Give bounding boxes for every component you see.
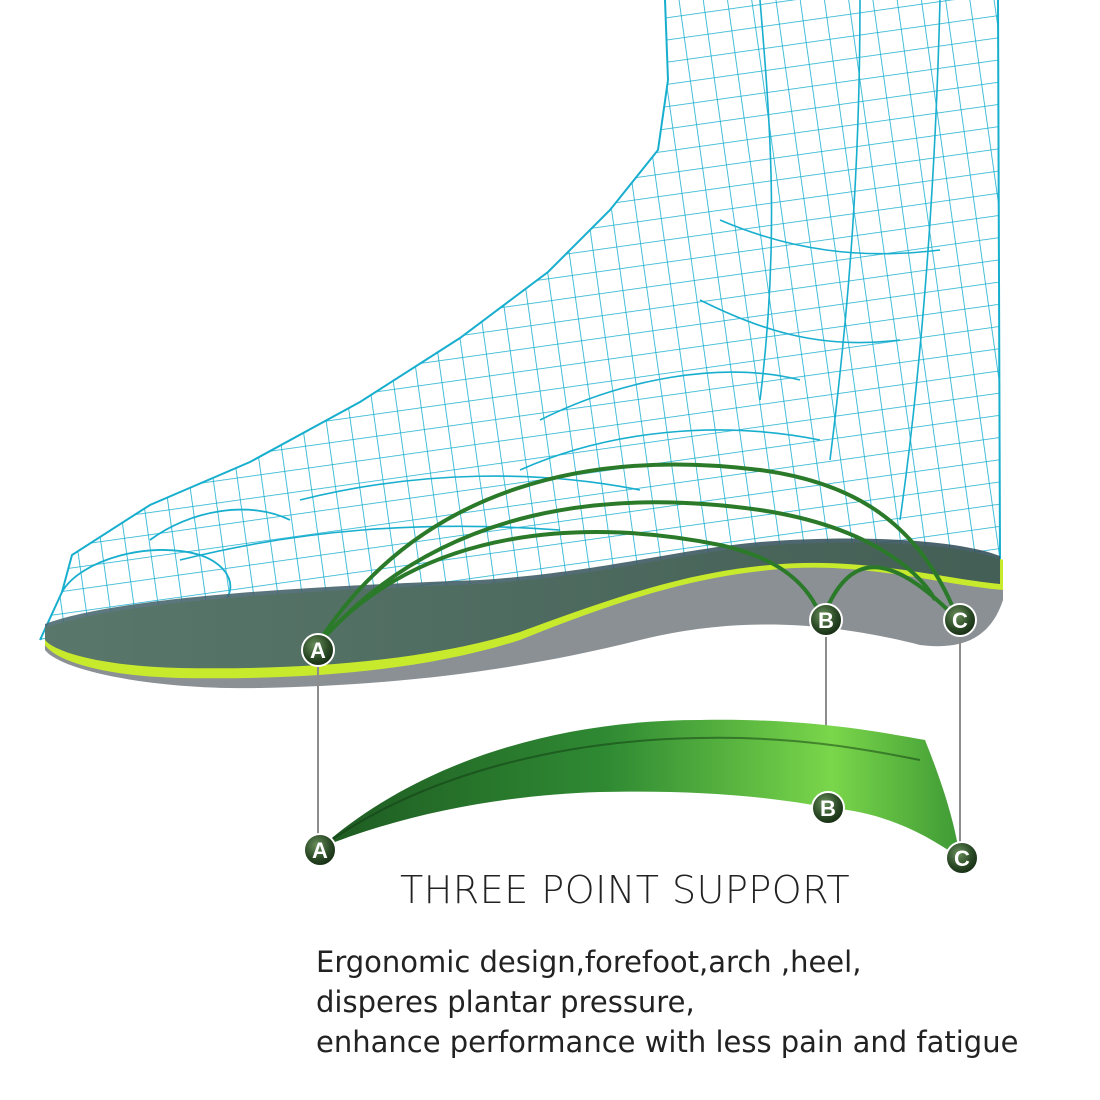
description-line: enhance performance with less pain and f… (316, 1025, 1019, 1059)
marker-b-shell: B (811, 791, 845, 825)
marker-a-shell: A (303, 833, 337, 867)
arch-support-shell-illustration (319, 719, 960, 858)
svg-text:C: C (954, 846, 970, 871)
marker-a-insole: A (301, 633, 335, 667)
insole-illustration (45, 538, 1003, 689)
headline: THREE POINT SUPPORT (400, 868, 851, 912)
svg-text:C: C (952, 608, 968, 633)
marker-c-insole: C (943, 603, 977, 637)
svg-text:A: A (312, 838, 328, 863)
svg-text:A: A (310, 638, 326, 663)
description-line: disperes plantar pressure, (316, 985, 695, 1019)
support-arcs (313, 462, 960, 650)
svg-text:B: B (818, 608, 834, 633)
marker-c-shell: C (945, 841, 979, 875)
svg-text:B: B (820, 796, 836, 821)
description: Ergonomic design,forefoot,arch ,heel, di… (316, 942, 1086, 1062)
marker-b-insole: B (809, 603, 843, 637)
description-line: Ergonomic design,forefoot,arch ,heel, (316, 945, 862, 979)
